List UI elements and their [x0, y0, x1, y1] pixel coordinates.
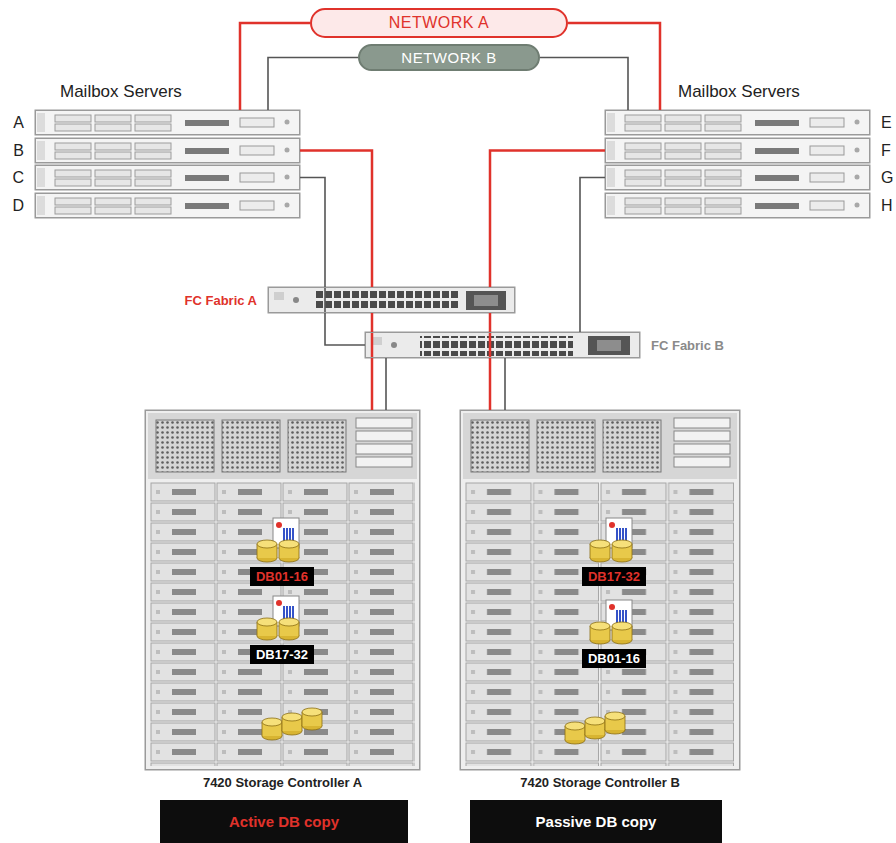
database-name: DB01-16: [256, 569, 308, 584]
fc-switch: FC Fabric B: [365, 332, 640, 358]
server-letter: F: [881, 142, 891, 160]
server-letter: A: [13, 114, 24, 132]
cable: [240, 23, 310, 110]
group-heading: Mailbox Servers: [60, 82, 182, 102]
storage-controller: 7420 Storage Controller ADB01-16DB17-32: [145, 410, 420, 770]
database-tag: DB17-32: [250, 645, 314, 664]
group-heading: Mailbox Servers: [678, 82, 800, 102]
database-tag: DB17-32: [582, 567, 646, 586]
cable: [568, 23, 660, 110]
cable: [490, 151, 605, 288]
banner-text: Passive DB copy: [536, 813, 657, 830]
copy-banner: Active DB copy: [160, 800, 408, 843]
cable: [540, 58, 628, 111]
database-name: DB01-16: [588, 651, 640, 666]
fabric-name: FC Fabric B: [651, 338, 724, 353]
mailbox-server: E: [605, 110, 870, 135]
controller-name: 7420 Storage Controller B: [441, 775, 759, 790]
mailbox-server: G: [605, 165, 870, 190]
cable: [371, 313, 374, 410]
server-letter: E: [881, 114, 892, 132]
mailbox-server: C: [35, 165, 300, 190]
server-letter: C: [12, 169, 24, 187]
banner-text: Active DB copy: [229, 813, 339, 830]
storage-controller: 7420 Storage Controller BDB17-32DB01-16: [460, 410, 740, 770]
cable: [300, 151, 372, 288]
database-tag: DB01-16: [250, 567, 314, 586]
copy-banner: Passive DB copy: [470, 800, 722, 843]
database-tag: DB01-16: [582, 649, 646, 668]
network-pipe: NETWORK A: [310, 8, 568, 38]
fc-switch: FC Fabric A: [268, 287, 515, 313]
network-pipe: NETWORK B: [358, 44, 540, 71]
cable: [580, 178, 605, 333]
cable: [385, 358, 387, 410]
cable: [268, 58, 358, 111]
database-name: DB17-32: [256, 647, 308, 662]
mailbox-server: B: [35, 138, 300, 163]
cable: [300, 178, 365, 346]
server-letter: D: [12, 197, 24, 215]
server-letter: B: [13, 142, 24, 160]
cable: [504, 358, 506, 410]
database-name: DB17-32: [588, 569, 640, 584]
server-letter: G: [881, 169, 893, 187]
network-name: NETWORK B: [401, 49, 496, 66]
cable: [489, 313, 492, 410]
controller-name: 7420 Storage Controller A: [126, 775, 439, 790]
server-letter: H: [881, 197, 893, 215]
network-name: NETWORK A: [389, 14, 490, 32]
fabric-name: FC Fabric A: [185, 293, 257, 308]
mailbox-server: H: [605, 193, 870, 218]
mailbox-server: A: [35, 110, 300, 135]
mailbox-server: D: [35, 193, 300, 218]
mailbox-server: F: [605, 138, 870, 163]
